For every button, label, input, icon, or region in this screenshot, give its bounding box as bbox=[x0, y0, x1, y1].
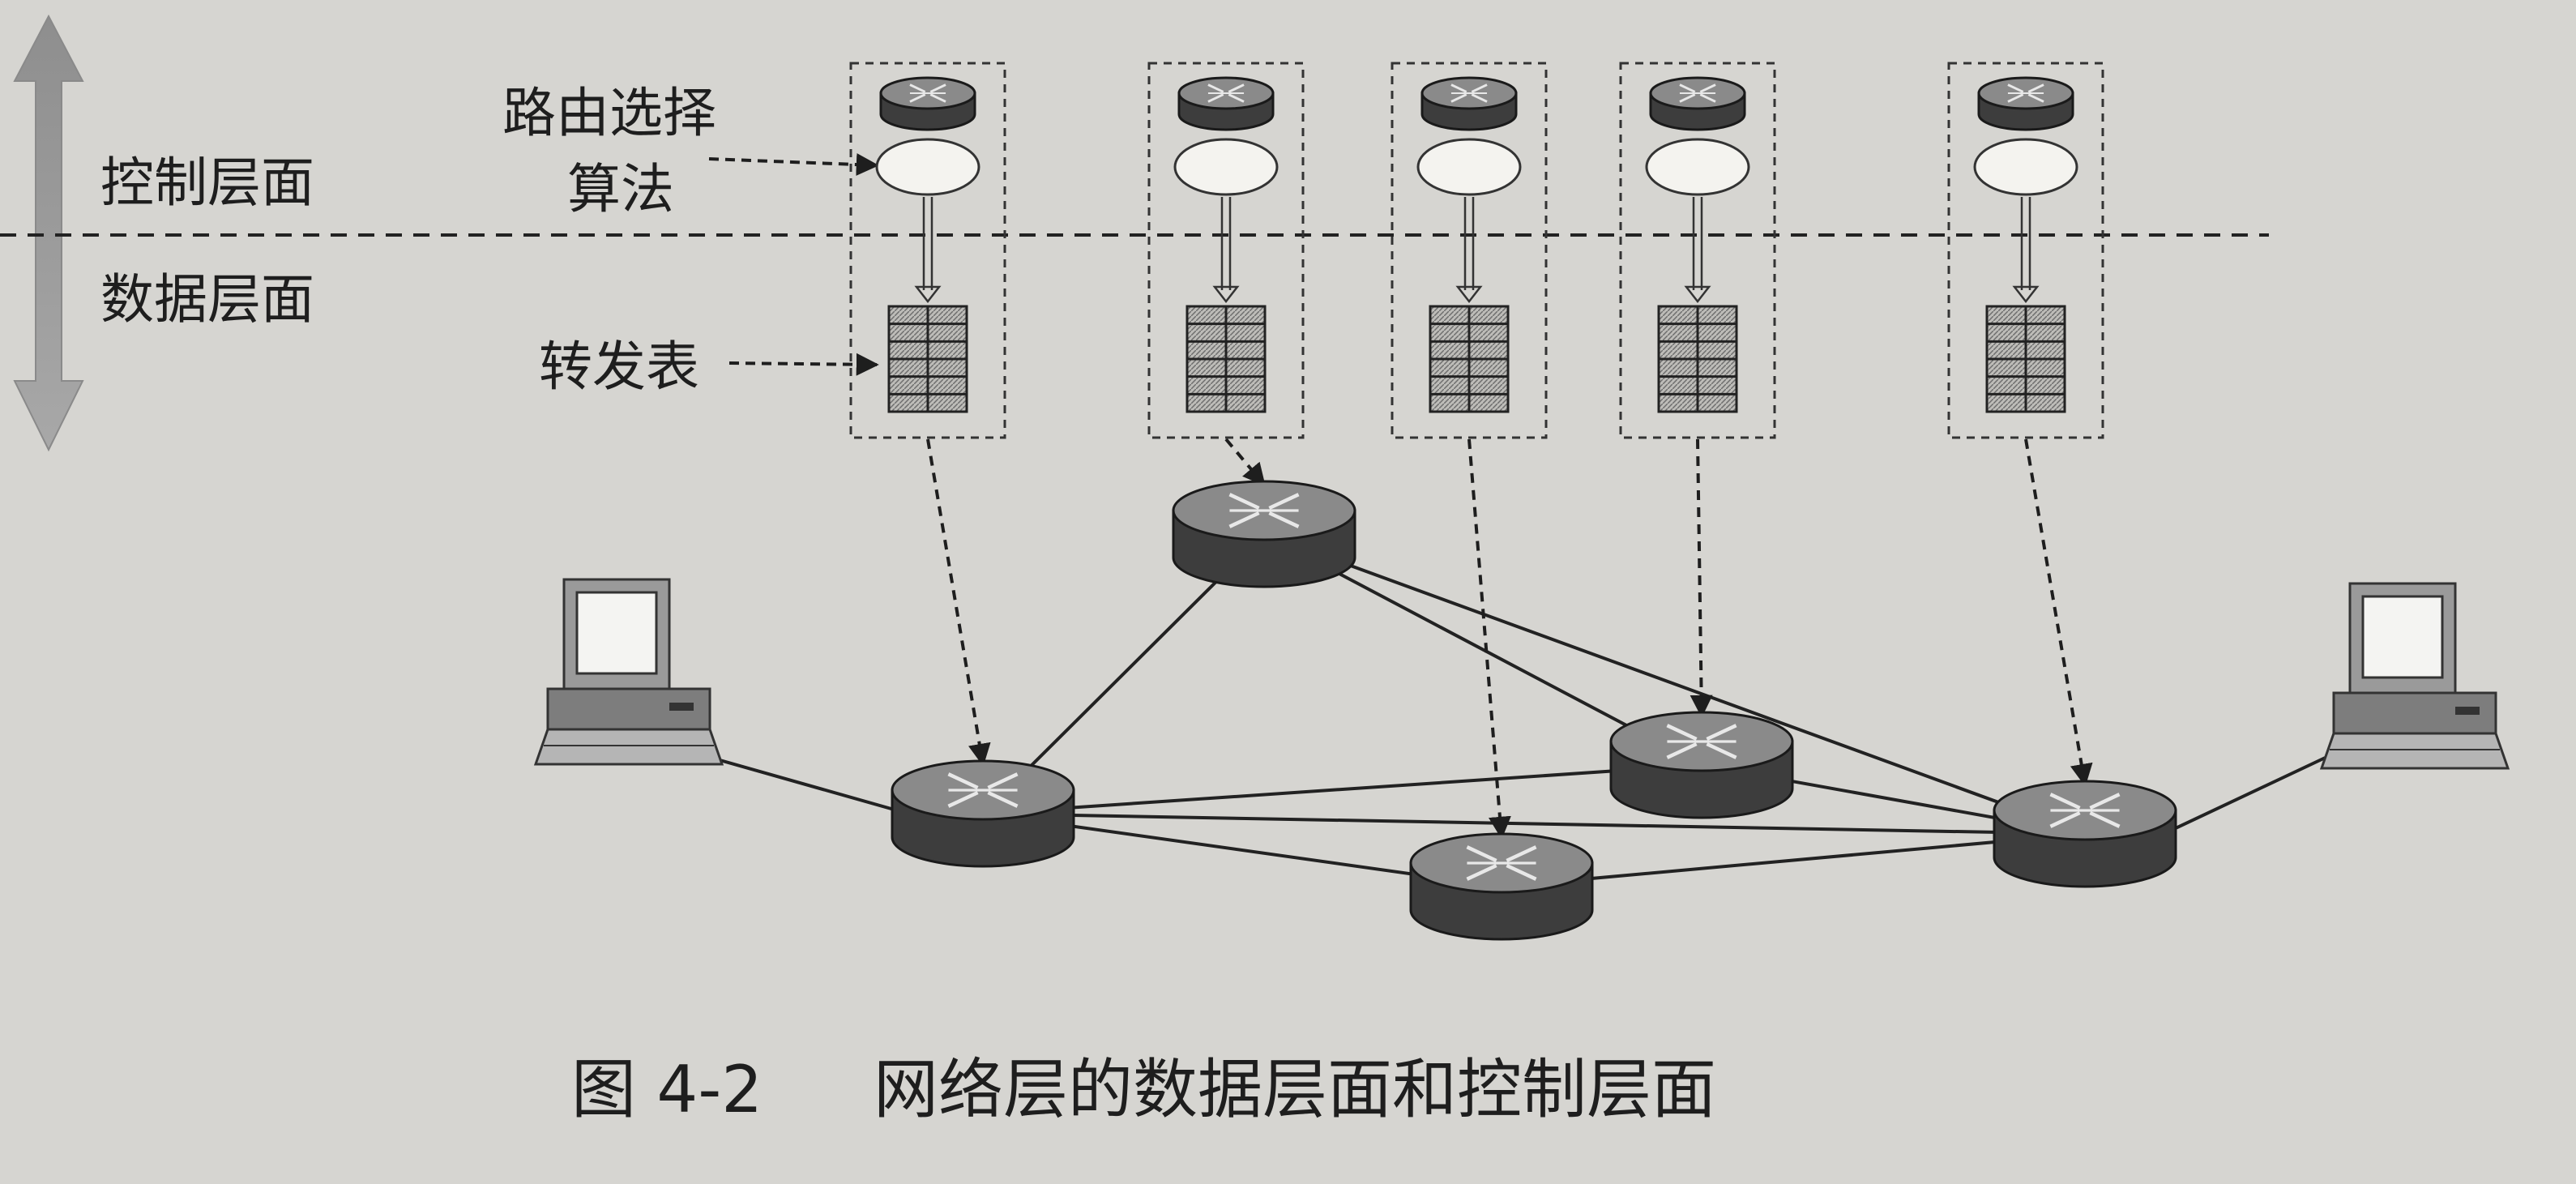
routing-algorithm-pointer bbox=[708, 153, 879, 177]
router-icon bbox=[1177, 76, 1275, 131]
forwarding-table-pointer bbox=[728, 353, 879, 376]
router-icon bbox=[1409, 832, 1594, 941]
unit-dashed-box bbox=[849, 62, 1006, 439]
forwarding-table-grid bbox=[1985, 305, 2066, 413]
forwarding-table-grid bbox=[1657, 305, 1738, 413]
router-control-units bbox=[849, 62, 2104, 439]
forwarding-table-label: 转发表 bbox=[539, 336, 699, 398]
unit-dashed-box bbox=[1619, 62, 1776, 439]
desktop-computer-icon bbox=[533, 578, 724, 766]
routing-algorithm-ellipse bbox=[875, 138, 980, 196]
control-plane-label: 控制层面 bbox=[100, 152, 314, 214]
router-icon bbox=[1977, 76, 2074, 131]
routing-algorithm-ellipse bbox=[1973, 138, 2078, 196]
forwarding-table-grid bbox=[1185, 305, 1267, 413]
table-to-router-arrow bbox=[1224, 438, 1266, 487]
network-link bbox=[982, 763, 1702, 815]
network-link bbox=[982, 812, 2086, 836]
desktop-computer-icon bbox=[2319, 582, 2510, 770]
router-control-unit bbox=[1147, 62, 1305, 439]
router-icon bbox=[1172, 480, 1356, 588]
routing-algorithm-ellipse bbox=[1416, 138, 1522, 196]
host-computer-left bbox=[533, 578, 724, 766]
table-to-router-arrow bbox=[1690, 438, 1713, 718]
network-link bbox=[1263, 532, 2086, 836]
table-to-router-arrow bbox=[2024, 438, 2093, 787]
host-computer-right bbox=[2319, 582, 2510, 770]
router-icon bbox=[1993, 780, 2177, 888]
figure-title: 网络层的数据层面和控制层面 bbox=[874, 1052, 1716, 1127]
routing-algorithm-ellipse bbox=[1645, 138, 1750, 196]
unit-dashed-box bbox=[1147, 62, 1305, 439]
data-plane-label: 数据层面 bbox=[100, 268, 314, 331]
routers bbox=[891, 480, 2177, 941]
host-link bbox=[2163, 752, 2335, 836]
forwarding-table-grid bbox=[887, 305, 968, 413]
vertical-double-arrow bbox=[13, 14, 84, 452]
routing-algorithm-label-line1: 路由选择 bbox=[502, 82, 716, 144]
network-link bbox=[1501, 832, 2086, 888]
table-to-router-arrow bbox=[926, 438, 991, 767]
router-control-unit bbox=[1947, 62, 2104, 439]
router-control-unit bbox=[1391, 62, 1548, 439]
routing-algorithm-label-line2: 算法 bbox=[567, 158, 674, 220]
routing-algorithm-ellipse bbox=[1173, 138, 1279, 196]
router-icon bbox=[1609, 711, 1794, 819]
host-link bbox=[696, 752, 909, 815]
router-icon bbox=[879, 76, 976, 131]
router-control-unit bbox=[849, 62, 1006, 439]
unit-dashed-box bbox=[1947, 62, 2104, 439]
router-icon bbox=[1420, 76, 1518, 131]
table-to-router-arrows bbox=[926, 438, 2093, 840]
forwarding-table-grid bbox=[1429, 305, 1510, 413]
router-icon bbox=[891, 759, 1075, 868]
table-to-router-arrow bbox=[1467, 438, 1511, 840]
figure-number: 图 4-2 bbox=[571, 1052, 763, 1127]
router-icon bbox=[1649, 76, 1746, 131]
unit-dashed-box bbox=[1391, 62, 1548, 439]
router-control-unit bbox=[1619, 62, 1776, 439]
